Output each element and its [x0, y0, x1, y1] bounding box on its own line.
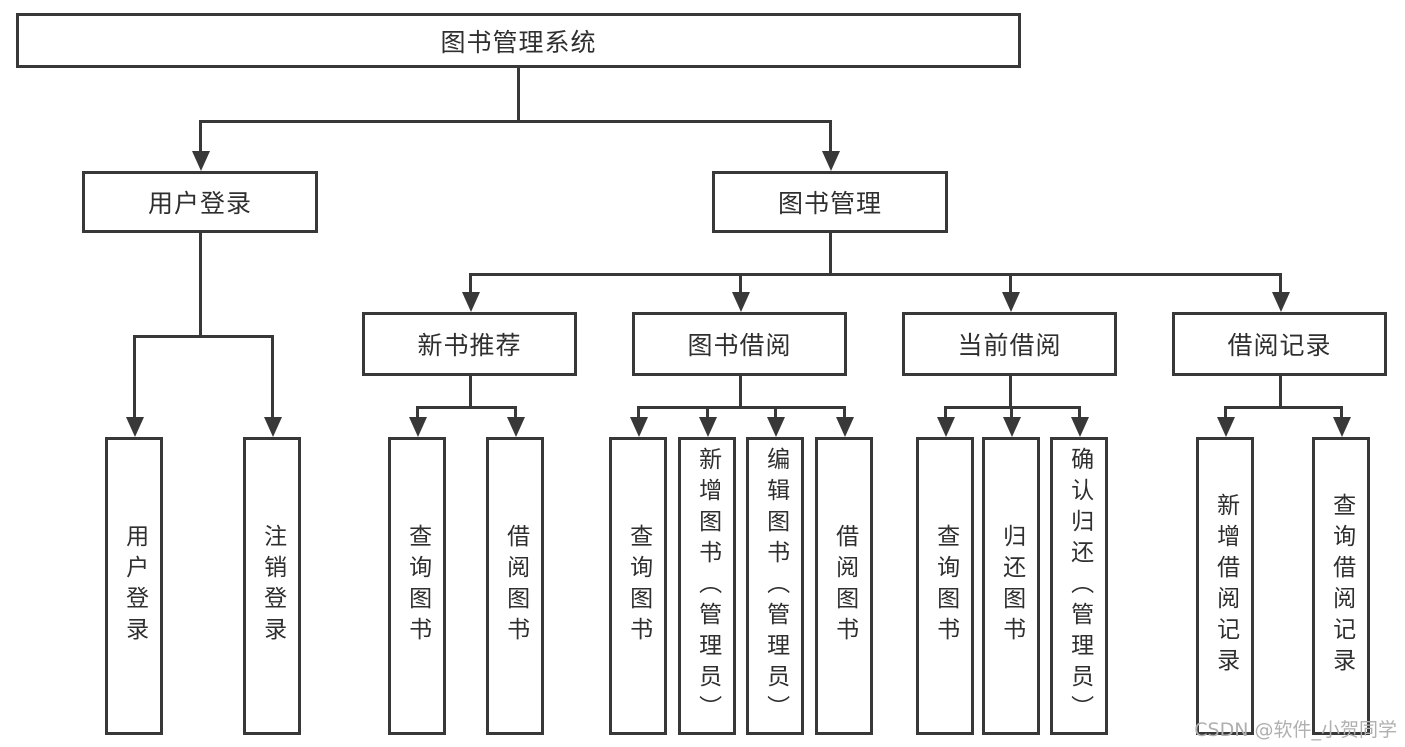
edge-arrow-book-borrow — [731, 273, 750, 312]
edge-arrow-recommend-query — [408, 406, 427, 437]
node-new-book-recommend: 新书推荐 — [362, 312, 577, 376]
leaf-add-books-admin-label: 新增图书（管理员） — [694, 446, 721, 726]
leaf-user-login: 用户登录 — [105, 437, 163, 735]
leaf-recommend-query-books: 查询图书 — [388, 437, 446, 735]
edge-arrow-current-query — [936, 406, 955, 437]
node-book-management-label: 图书管理 — [777, 189, 882, 218]
leaf-recommend-borrow-books-label: 借阅图书 — [502, 524, 529, 648]
edge-arrow-login-leaf — [125, 335, 144, 437]
leaf-current-query-books-label: 查询图书 — [932, 524, 959, 648]
edge-borrow-stem — [739, 376, 742, 406]
leaf-logout: 注销登录 — [243, 437, 301, 735]
node-root: 图书管理系统 — [16, 13, 1021, 68]
edge-records-hline — [1224, 406, 1343, 409]
edge-book-mgmt-stem — [829, 233, 832, 273]
edge-records-stem — [1279, 376, 1282, 406]
edge-arrow-borrow-records — [1271, 273, 1290, 312]
edge-recommend-hline — [416, 406, 517, 409]
leaf-add-borrow-record-label: 新增借阅记录 — [1212, 493, 1239, 679]
edge-arrow-records-query — [1332, 406, 1351, 437]
csdn-watermark: CSDN @软件_小贺同学 — [1194, 719, 1397, 741]
edge-book-mgmt-hline — [469, 273, 1281, 276]
edge-arrow-borrow-borrow — [835, 406, 854, 437]
node-user-login-label: 用户登录 — [147, 189, 252, 218]
leaf-confirm-return-admin: 确认归还（管理员） — [1050, 437, 1108, 735]
leaf-edit-books-admin-label: 编辑图书（管理员） — [762, 446, 789, 726]
edge-arrow-new-book-recommend — [461, 273, 480, 312]
leaf-current-query-books: 查询图书 — [916, 437, 974, 735]
edge-recommend-stem — [469, 376, 472, 406]
node-borrow-records-label: 借阅记录 — [1227, 331, 1332, 360]
leaf-user-login-label: 用户登录 — [121, 524, 148, 648]
leaf-borrow-query-books: 查询图书 — [609, 437, 667, 735]
leaf-recommend-query-books-label: 查询图书 — [404, 524, 431, 648]
edge-arrow-user-login — [191, 120, 210, 171]
edge-arrow-current-borrow — [1001, 273, 1020, 312]
edge-arrow-current-confirm — [1070, 406, 1089, 437]
leaf-return-books: 归还图书 — [982, 437, 1040, 735]
leaf-add-books-admin: 新增图书（管理员） — [678, 437, 736, 735]
edge-borrow-hline — [637, 406, 846, 409]
node-current-borrow-label: 当前借阅 — [957, 331, 1062, 360]
leaf-query-borrow-record-label: 查询借阅记录 — [1328, 493, 1355, 679]
node-book-borrow: 图书借阅 — [632, 312, 847, 376]
node-user-login: 用户登录 — [82, 171, 318, 233]
edge-arrow-borrow-query — [629, 406, 648, 437]
edge-root-hline — [199, 120, 831, 123]
edge-arrow-book-management — [821, 120, 840, 171]
edge-arrow-current-return — [1002, 406, 1021, 437]
node-book-borrow-label: 图书借阅 — [687, 331, 792, 360]
edge-root-stem — [517, 68, 520, 120]
edge-user-login-stem — [199, 233, 202, 335]
leaf-borrow-borrow-books-label: 借阅图书 — [831, 524, 858, 648]
edge-arrow-recommend-borrow — [506, 406, 525, 437]
leaf-add-borrow-record: 新增借阅记录 — [1196, 437, 1254, 735]
leaf-edit-books-admin: 编辑图书（管理员） — [746, 437, 804, 735]
node-new-book-recommend-label: 新书推荐 — [417, 331, 522, 360]
edge-current-stem — [1009, 376, 1012, 406]
edge-arrow-borrow-edit — [766, 406, 785, 437]
node-book-management: 图书管理 — [712, 171, 948, 233]
edge-user-login-hline — [133, 335, 274, 338]
leaf-borrow-query-books-label: 查询图书 — [625, 524, 652, 648]
leaf-recommend-borrow-books: 借阅图书 — [486, 437, 544, 735]
edge-arrow-records-add — [1216, 406, 1235, 437]
leaf-return-books-label: 归还图书 — [998, 524, 1025, 648]
node-current-borrow: 当前借阅 — [902, 312, 1117, 376]
leaf-logout-label: 注销登录 — [259, 524, 286, 648]
edge-arrow-logout-leaf — [263, 335, 282, 437]
leaf-confirm-return-admin-label: 确认归还（管理员） — [1066, 446, 1093, 726]
leaf-query-borrow-record: 查询借阅记录 — [1312, 437, 1370, 735]
leaf-borrow-borrow-books: 借阅图书 — [815, 437, 873, 735]
edge-arrow-borrow-add — [698, 406, 717, 437]
node-root-label: 图书管理系统 — [440, 27, 597, 57]
node-borrow-records: 借阅记录 — [1172, 312, 1387, 376]
